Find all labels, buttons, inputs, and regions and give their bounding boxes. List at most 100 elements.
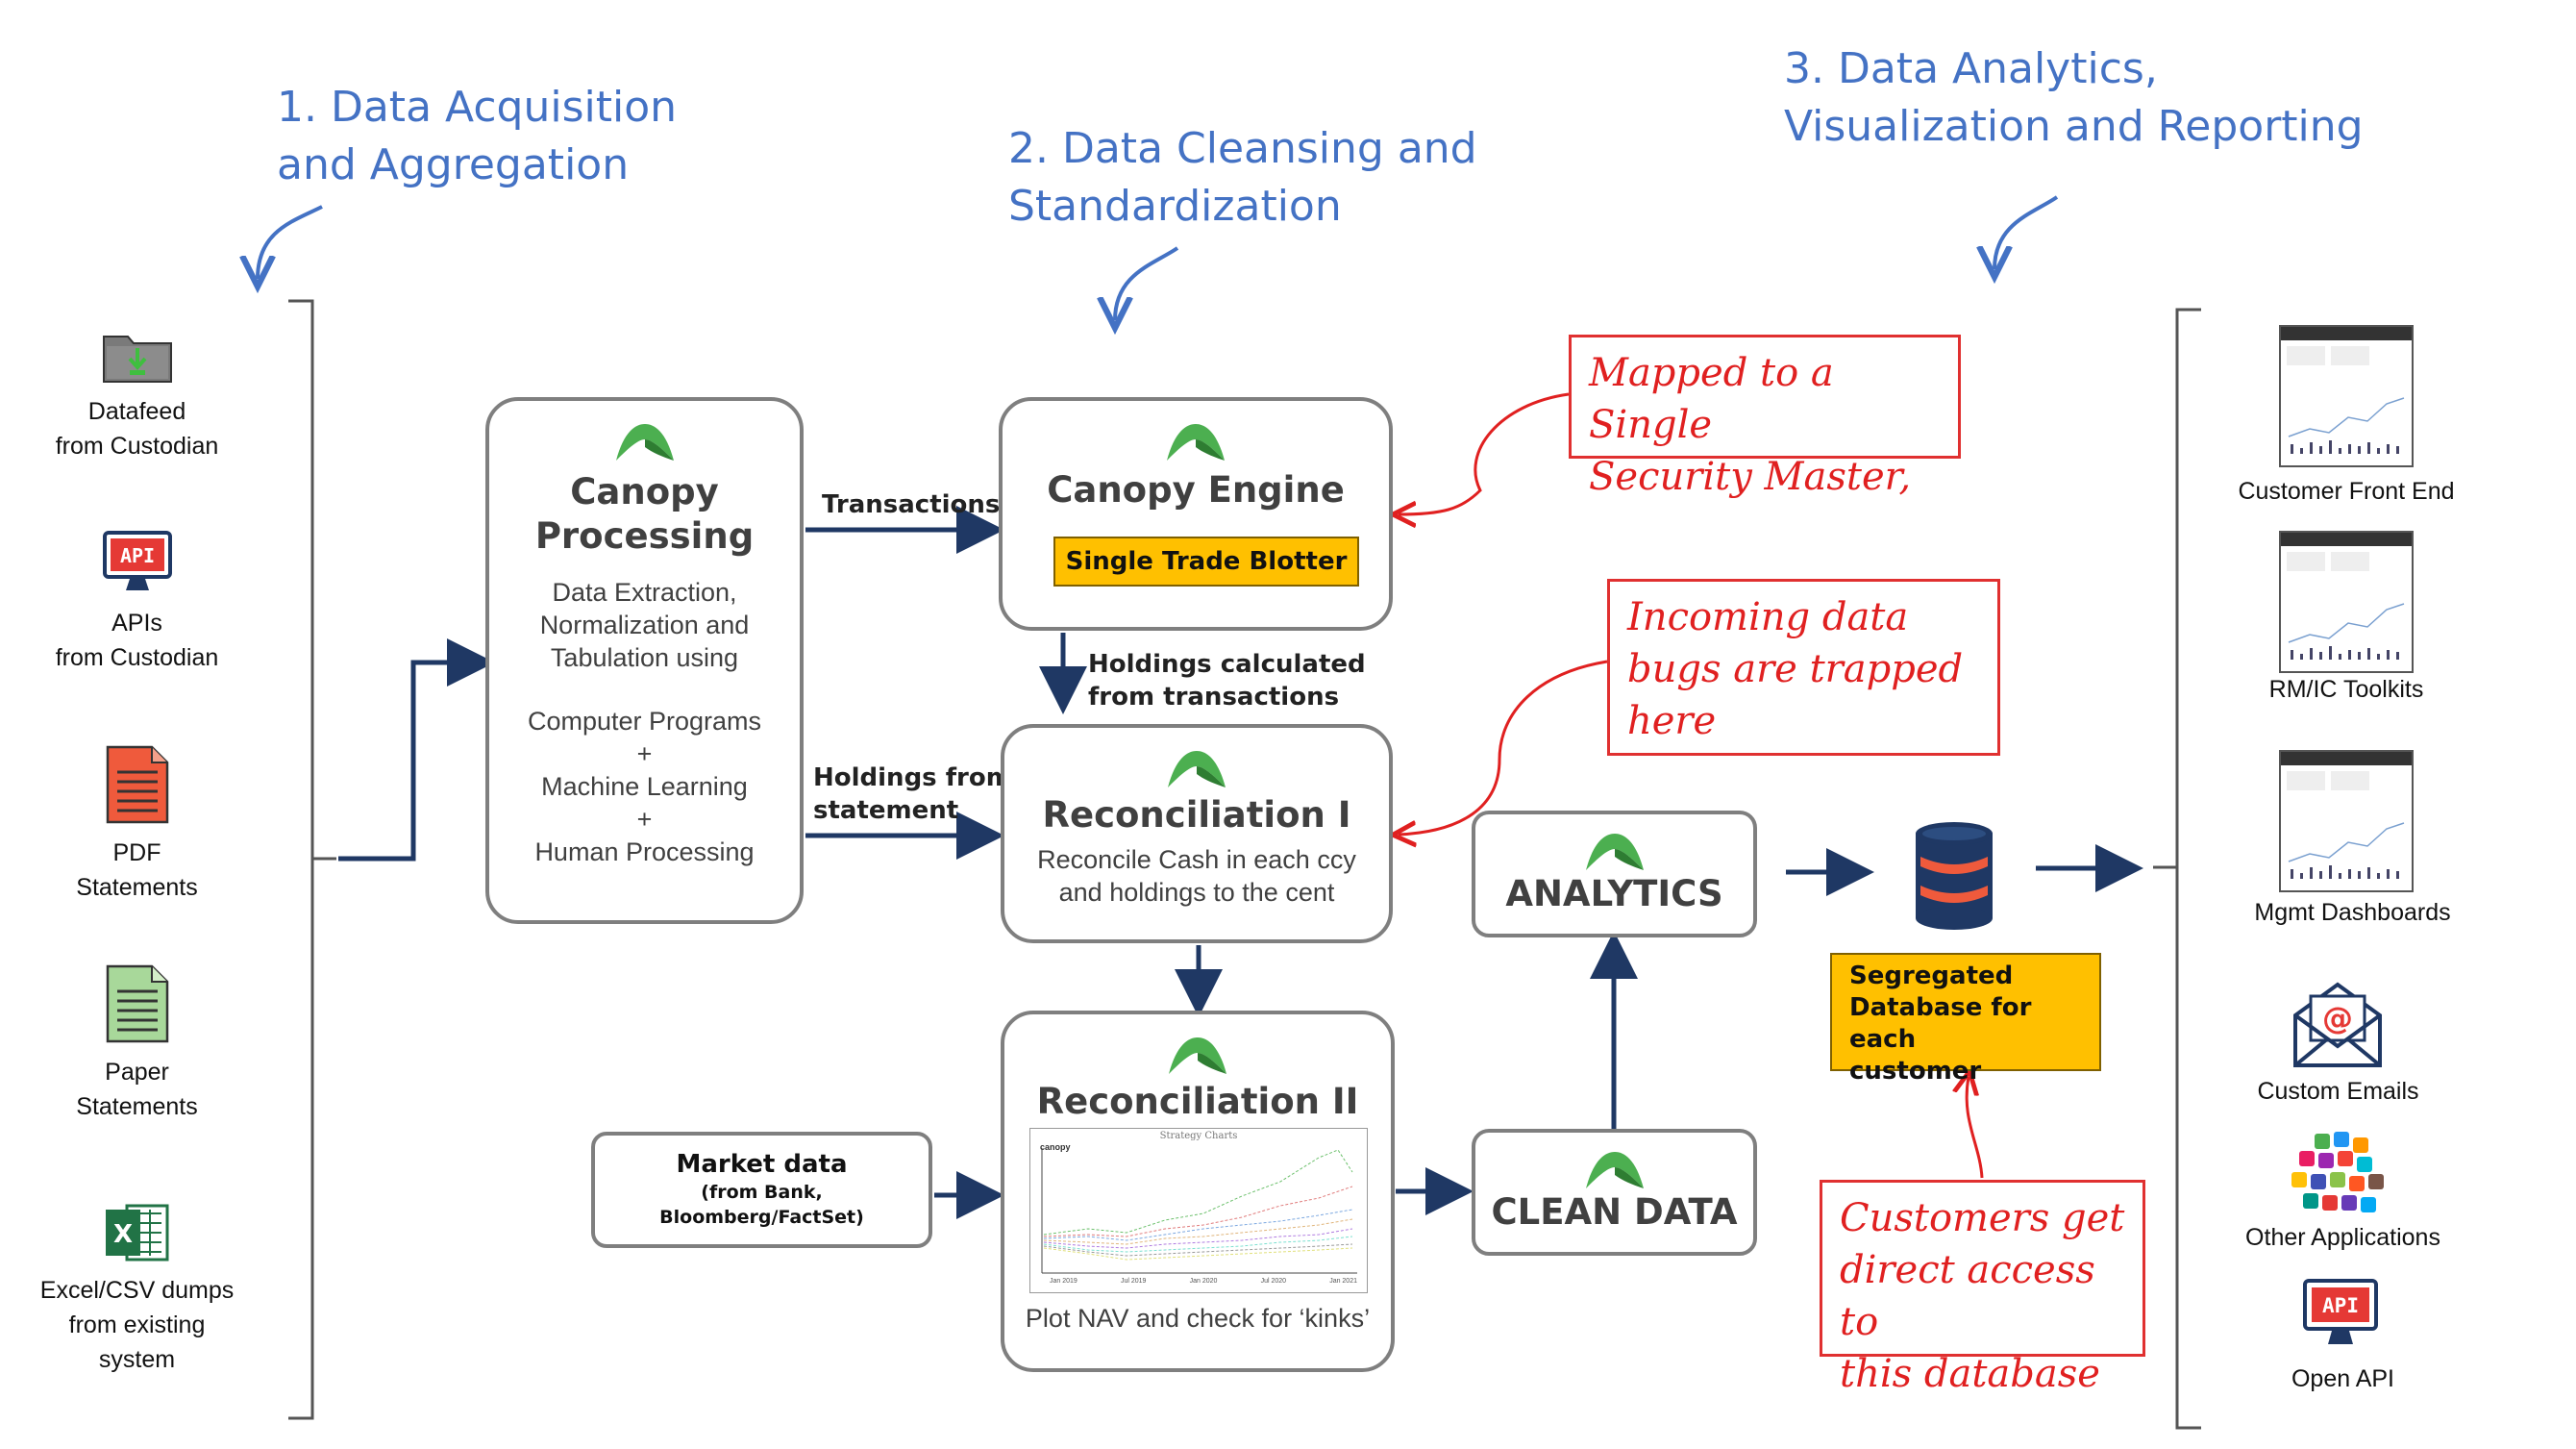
- stage-2-line-1: 2. Data Cleansing and: [1008, 124, 1477, 173]
- note-access-line-1: Customers get: [1840, 1196, 2125, 1240]
- market-sub-line-1: (from Bank,: [701, 1182, 823, 1203]
- method-human-processing: Human Processing: [534, 837, 755, 866]
- api-monitor-icon: API: [102, 531, 172, 590]
- method-plus-1: +: [636, 739, 653, 768]
- recon1-title: Reconciliation I: [1042, 794, 1351, 836]
- holdings-calc-line-2: from transactions: [1088, 683, 1340, 712]
- method-computer-programs: Computer Programs: [527, 707, 762, 736]
- recon1-desc-line-1: Reconcile Cash in each ccy: [1037, 845, 1356, 874]
- stage-2-line-2: Standardization: [1008, 182, 1342, 231]
- processing-title-line-2: Processing: [534, 515, 755, 557]
- method-machine-learning: Machine Learning: [541, 772, 748, 801]
- source-datafeed-line-2: from Custodian: [55, 433, 219, 460]
- mgmt-dashboard: [2279, 750, 2414, 892]
- mini-chart-title: Strategy Charts: [1159, 1131, 1238, 1141]
- mini-chart-x-ticks: Jan 2019 Jul 2019 Jan 2020 Jul 2020 Jan …: [1050, 1278, 1357, 1285]
- output-custom-emails-label: Custom Emails: [2257, 1078, 2419, 1105]
- canopy-leaf-logo: [1167, 424, 1225, 461]
- rm-ic-toolkit-dashboard: [2279, 531, 2414, 673]
- api-monitor-icon: API: [2303, 1279, 2378, 1344]
- analytics-title: ANALYTICS: [1505, 873, 1723, 914]
- output-customer-front-end-label: Customer Front End: [2238, 478, 2455, 505]
- mini-chart-tick: Jan 2020: [1189, 1278, 1218, 1285]
- note-direct-access: Customers get direct access to this data…: [1820, 1180, 2145, 1396]
- db-label-line-3: customer: [1849, 1057, 1982, 1086]
- note-bugs-line-1: Incoming data: [1627, 595, 1909, 639]
- left-bracket: [288, 299, 336, 1420]
- processing-description: Data Extraction, Normalization and Tabul…: [489, 576, 800, 674]
- source-paper: Paper Statements: [29, 962, 245, 1124]
- svg-text:X: X: [112, 1220, 132, 1249]
- stage-3-line-1: 3. Data Analytics,: [1784, 44, 2158, 93]
- note-bugs-line-2: bugs are trapped: [1627, 647, 1964, 691]
- source-datafeed: Datafeed from Custodian: [29, 329, 245, 463]
- db-label-line-1: Segregated: [1849, 962, 2014, 990]
- canopy-leaf-logo: [1585, 834, 1644, 870]
- holdings-calc-line-1: Holdings calculated: [1088, 650, 1366, 679]
- stage2-pointer: [1115, 246, 1179, 320]
- holdings-calculated-label: Holdings calculated from transactions: [1088, 648, 1366, 713]
- transactions-label: Transactions: [822, 490, 1001, 519]
- source-pdf-line-1: PDF: [112, 839, 161, 866]
- dashboard-chart: [2287, 552, 2405, 660]
- svg-text:API: API: [119, 544, 154, 567]
- source-paper-line-1: Paper: [105, 1059, 169, 1086]
- mini-chart-tick: Jul 2020: [1260, 1278, 1287, 1285]
- processing-desc-line-2: Normalization and: [539, 611, 750, 639]
- note2-pointer: [1399, 660, 1608, 835]
- database-icon: [1916, 822, 1993, 930]
- source-excel-line-1: Excel/CSV dumps: [39, 1277, 235, 1304]
- note-access-line-3: this database: [1840, 1352, 2100, 1396]
- output-mgmt-dashboards-label: Mgmt Dashboards: [2254, 899, 2451, 926]
- processing-desc-line-1: Data Extraction,: [552, 578, 737, 607]
- stage-3-line-2: Visualization and Reporting: [1784, 102, 2364, 151]
- pdf-document-icon: [106, 745, 168, 824]
- market-data-box: Market data (from Bank, Bloomberg/FactSe…: [591, 1132, 932, 1248]
- canopy-leaf-logo: [615, 424, 674, 461]
- stage-3-title: 3. Data Analytics, Visualization and Rep…: [1784, 40, 2364, 156]
- datafeed-folder-icon: [102, 336, 172, 383]
- reconciliation-1-box: Reconciliation I Reconcile Cash in each …: [1001, 724, 1393, 943]
- source-excel-line-2: from existing: [68, 1312, 206, 1338]
- analytics-box: ANALYTICS: [1472, 811, 1757, 937]
- canopy-leaf-logo: [1585, 1152, 1644, 1188]
- arrow-sources-to-processing: [338, 638, 495, 862]
- note-sm-line-1: Mapped to a Single: [1589, 351, 1834, 447]
- mini-chart-brand: canopy: [1040, 1142, 1071, 1152]
- canopy-leaf-logo: [1169, 1037, 1226, 1074]
- dashboard-header: [2281, 327, 2412, 340]
- holdings-stmt-line-2: statement: [813, 796, 959, 825]
- single-trade-blotter: Single Trade Blotter: [1053, 537, 1359, 587]
- mini-chart-tick: Jul 2019: [1120, 1278, 1147, 1285]
- dashboard-header: [2281, 533, 2412, 546]
- source-pdf-line-2: Statements: [76, 874, 198, 901]
- market-data-sub: (from Bank, Bloomberg/FactSet): [595, 1180, 929, 1230]
- method-plus-2: +: [636, 805, 653, 834]
- recon1-desc-line-2: and holdings to the cent: [1058, 878, 1335, 907]
- holdings-statement-label: Holdings from statement: [813, 762, 1012, 827]
- canopy-processing-box: Canopy Processing Data Extraction, Norma…: [485, 397, 804, 924]
- segregated-database-label: Segregated Database for each customer: [1830, 953, 2101, 1086]
- mini-chart-tick: Jan 2019: [1050, 1278, 1077, 1285]
- stage-1-line-1: 1. Data Acquisition: [277, 83, 678, 132]
- stage-1-title: 1. Data Acquisition and Aggregation: [277, 79, 677, 194]
- clean-data-title: CLEAN DATA: [1491, 1191, 1738, 1233]
- output-rm-ic-toolkits-label: RM/IC Toolkits: [2268, 676, 2424, 703]
- market-data-title: Market data: [676, 1150, 848, 1179]
- note-bugs-trapped: Incoming data bugs are trapped here: [1607, 579, 2000, 756]
- processing-methods: Computer Programs + Machine Learning + H…: [489, 705, 800, 868]
- output-other-applications-label: Other Applications: [2245, 1224, 2440, 1251]
- stage1-pointer: [258, 205, 323, 279]
- source-apis-line-1: APIs: [111, 610, 162, 637]
- dashboard-chart: [2287, 771, 2405, 879]
- processing-title-line-1: Canopy: [570, 471, 719, 512]
- source-pdf: PDF Statements: [29, 743, 245, 905]
- app-icons-cluster-icon: [2291, 1132, 2384, 1212]
- holdings-stmt-line-1: Holdings from: [813, 763, 1012, 792]
- clean-data-box: CLEAN DATA: [1472, 1129, 1757, 1256]
- stage-1-line-2: and Aggregation: [277, 140, 630, 189]
- stage3-pointer: [1994, 195, 2059, 269]
- nav-mini-chart: Strategy Charts canopy Jan 2019 Jul 2019…: [1029, 1128, 1368, 1293]
- stage-2-title: 2. Data Cleansing and Standardization: [1008, 120, 1477, 236]
